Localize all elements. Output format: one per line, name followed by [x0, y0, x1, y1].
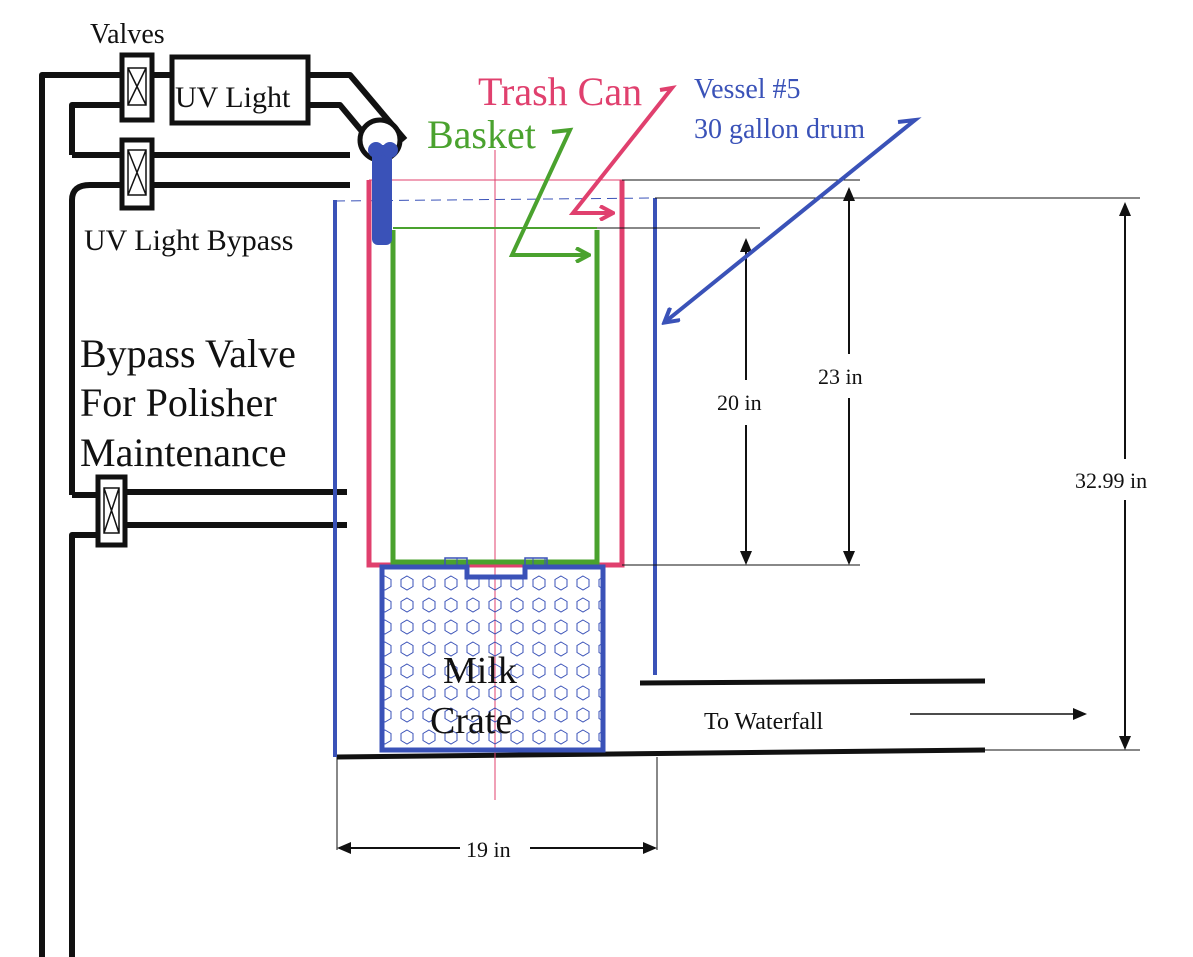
milk-crate-label-2: Crate: [430, 700, 512, 742]
uv-loop-pipe: [69, 102, 122, 155]
dim-trashcan-height-label: 23 in: [818, 364, 863, 389]
waterfall-pipe-top: [639, 678, 986, 686]
dim-vessel-width-label: 19 in: [466, 837, 511, 862]
valve-icon: [127, 149, 147, 196]
outer-supply-pipe: [39, 72, 122, 957]
valve-icon: [103, 487, 120, 534]
valve-polisher[interactable]: [95, 474, 128, 548]
vessel-leader: [665, 117, 922, 322]
polisher-pipe-top: [72, 489, 347, 498]
pipework: [39, 72, 986, 957]
bypass-valve-label-3: Maintenance: [80, 430, 287, 475]
trash-can-label: Trash Can: [478, 69, 642, 114]
milk-crate-label-1: Milk: [443, 650, 517, 692]
uv-light-pipe: [69, 532, 100, 957]
uv-light-bypass-label: UV Light Bypass: [84, 224, 293, 257]
uv-output-pipe-lower: [308, 102, 368, 137]
trash-can-leader: [568, 85, 677, 213]
vessel-label-1: Vessel #5: [694, 74, 801, 105]
valves-label: Valves: [90, 19, 165, 50]
dim-basket-height-label: 20 in: [717, 390, 762, 415]
uv-lamp-icon[interactable]: [169, 54, 311, 126]
milk-crate: [379, 564, 606, 753]
floor-line: [336, 747, 986, 760]
basket: [390, 227, 600, 565]
dim-vessel-height-label: 32.99 in: [1075, 468, 1147, 493]
uv-light-label: UV Light: [175, 81, 291, 114]
uv-output-pipe: [152, 72, 408, 142]
basket-label: Basket: [427, 112, 536, 157]
bypass-bottom-pipe: [69, 182, 350, 495]
valve-top[interactable]: [119, 52, 155, 123]
vessel-label-2: 30 gallon drum: [694, 114, 865, 145]
valve-bypass[interactable]: [119, 137, 155, 211]
basket-leader: [508, 127, 588, 255]
bypass-valve-label-1: Bypass Valve: [80, 331, 296, 376]
dimension-lines: [336, 179, 1140, 850]
nozzle-icon: [368, 142, 398, 245]
bypass-valve-label-2: For Polisher: [80, 380, 277, 425]
valve-icon: [127, 67, 147, 106]
to-waterfall-label: To Waterfall: [704, 709, 824, 735]
